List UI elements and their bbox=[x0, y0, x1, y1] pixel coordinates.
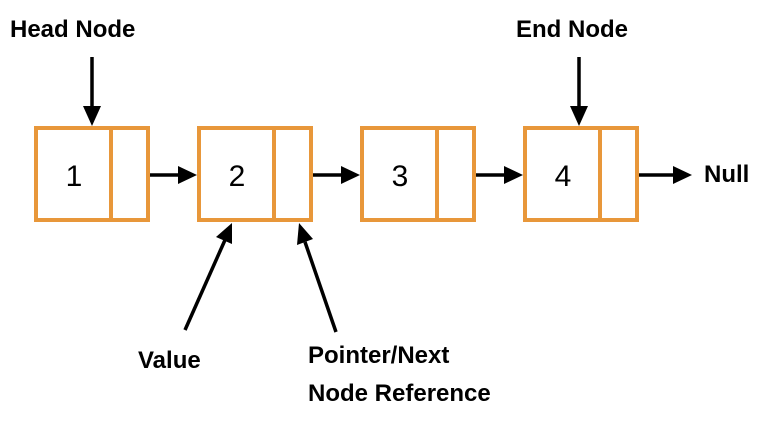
end-node-label: End Node bbox=[516, 16, 628, 43]
node-2-box bbox=[197, 126, 313, 222]
node-4-value: 4 bbox=[555, 160, 572, 193]
node-3: 3 bbox=[360, 126, 476, 222]
end-node-arrow bbox=[570, 57, 588, 126]
arrow-4-to-null bbox=[639, 166, 692, 184]
node-2-value: 2 bbox=[229, 160, 246, 193]
value-arrow bbox=[183, 223, 232, 331]
value-label: Value bbox=[138, 347, 201, 374]
pointer-arrow bbox=[297, 223, 338, 333]
node-4: 4 bbox=[523, 126, 639, 222]
arrow-1-to-2 bbox=[150, 166, 197, 184]
node-3-value: 3 bbox=[392, 160, 409, 193]
null-label: Null bbox=[704, 161, 749, 188]
head-node-arrow bbox=[83, 57, 101, 126]
node-1-value: 1 bbox=[66, 160, 83, 193]
pointer-label-line1: Pointer/Next bbox=[308, 342, 449, 369]
arrow-3-to-4 bbox=[476, 166, 523, 184]
node-1-box bbox=[34, 126, 150, 222]
head-node-label: Head Node bbox=[10, 16, 135, 43]
node-2: 2 bbox=[197, 126, 313, 222]
node-3-box bbox=[360, 126, 476, 222]
arrow-2-to-3 bbox=[313, 166, 360, 184]
pointer-label-line2: Node Reference bbox=[308, 380, 491, 407]
node-1: 1 bbox=[34, 126, 150, 222]
node-4-box bbox=[523, 126, 639, 222]
